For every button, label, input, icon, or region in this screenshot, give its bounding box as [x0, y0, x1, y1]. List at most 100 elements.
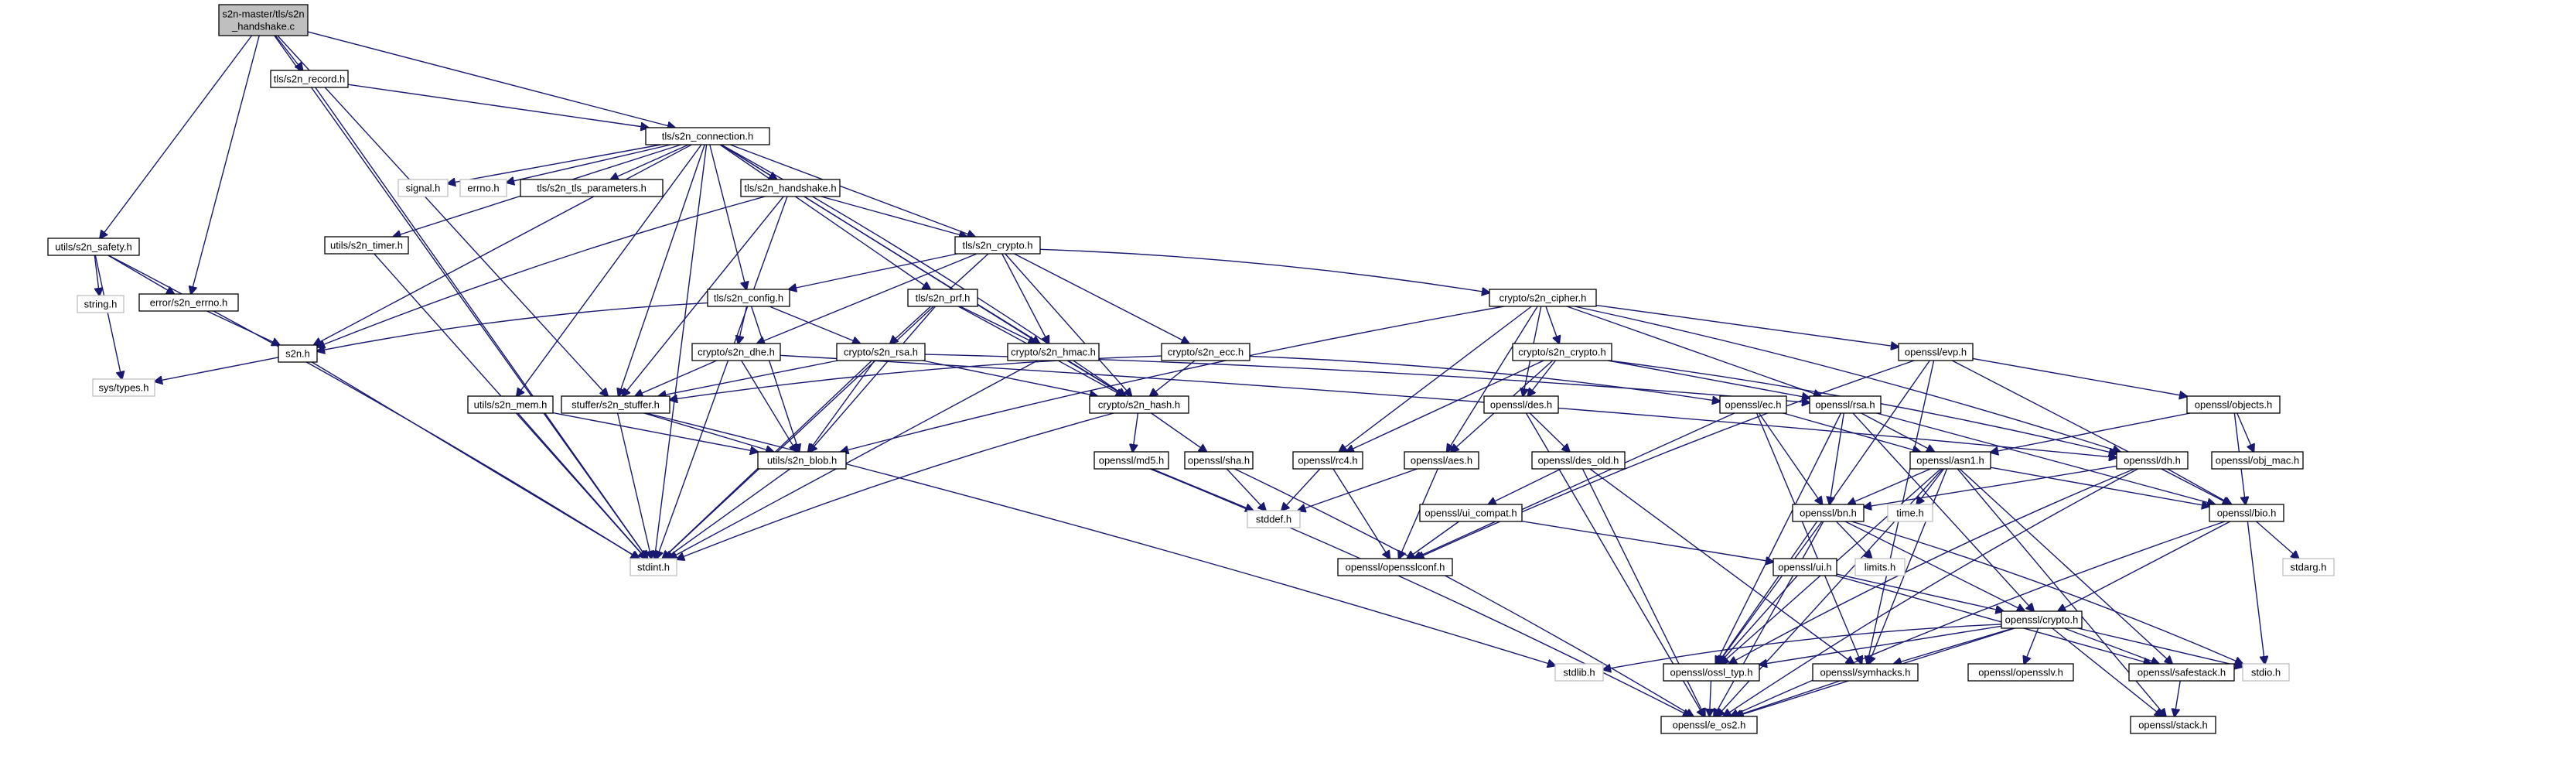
node-label: openssl/e_os2.h: [1673, 720, 1746, 731]
node-tls-crypto[interactable]: tls/s2n_crypto.h: [954, 236, 1041, 255]
node-openssl-evp[interactable]: openssl/evp.h: [1898, 343, 1974, 361]
node-openssl-sha[interactable]: openssl/sha.h: [1184, 451, 1254, 470]
node-utils-blob[interactable]: utils/s2n_blob.h: [757, 451, 847, 470]
node-utils-timer[interactable]: utils/s2n_timer.h: [324, 236, 409, 255]
edge-root-to-tls_record: [275, 35, 302, 70]
node-openssl-ossl-typ[interactable]: openssl/ossl_typ.h: [1663, 663, 1760, 682]
edge-crypto_hmac-to-crypto_hash: [1066, 360, 1125, 396]
node-tls-record[interactable]: tls/s2n_record.h: [270, 70, 349, 88]
node-crypto-s2n-crypto[interactable]: crypto/s2n_crypto.h: [1512, 343, 1612, 361]
node-openssl-bn[interactable]: openssl/bn.h: [1792, 504, 1865, 522]
node-tls-config[interactable]: tls/s2n_config.h: [707, 289, 790, 307]
node-openssl-ui[interactable]: openssl/ui.h: [1772, 558, 1837, 576]
node-openssl-safestack[interactable]: openssl/safestack.h: [2128, 663, 2235, 682]
edge-tls_connection-to-stdint_h: [654, 144, 708, 559]
edge-crypto_dhe-to-utils_blob: [741, 360, 797, 452]
node-label: stdio.h: [2251, 667, 2281, 679]
node-time-h: time.h: [1887, 504, 1933, 522]
node-error-errno[interactable]: error/s2n_errno.h: [138, 293, 239, 312]
node-utils-safety[interactable]: utils/s2n_safety.h: [47, 238, 140, 256]
node-crypto-rsa[interactable]: crypto/s2n_rsa.h: [836, 343, 926, 361]
node-label: tls/s2n_tls_parameters.h: [537, 183, 647, 194]
edge-openssl_asn1-to-time_h: [1916, 468, 1945, 504]
node-openssl-e-os2[interactable]: openssl/e_os2.h: [1660, 716, 1758, 734]
node-box: [1292, 451, 1363, 470]
node-label: crypto/s2n_cipher.h: [1500, 292, 1587, 304]
node-openssl-aes[interactable]: openssl/aes.h: [1404, 451, 1479, 470]
node-openssl-des[interactable]: openssl/des.h: [1483, 395, 1559, 414]
node-box: [1489, 289, 1597, 307]
node-box: [707, 289, 790, 307]
node-box: [1161, 343, 1250, 361]
node-crypto-ecc[interactable]: crypto/s2n_ecc.h: [1161, 343, 1250, 361]
node-openssl-ec[interactable]: openssl/ec.h: [1719, 395, 1787, 414]
node-openssl-symhacks[interactable]: openssl/symhacks.h: [1812, 663, 1919, 682]
node-label: tls/s2n_config.h: [714, 292, 783, 304]
edge-openssl_des_old-to-openssl_e_os2: [1581, 468, 1704, 716]
node-openssl-asn1[interactable]: openssl/asn1.h: [1909, 451, 1991, 470]
node-crypto-hash[interactable]: crypto/s2n_hash.h: [1089, 395, 1189, 414]
node-box: [740, 179, 841, 197]
node-label: tls/s2n_prf.h: [916, 292, 971, 304]
edge-tls_crypto-to-tls_config: [789, 253, 958, 289]
edge-openssl_ec-to-openssl_opensslconf: [1414, 412, 1735, 559]
node-crypto-dhe[interactable]: crypto/s2n_dhe.h: [691, 343, 781, 361]
edge-openssl_bn-to-limits_h: [1836, 521, 1872, 559]
node-openssl-crypto[interactable]: openssl/crypto.h: [2001, 610, 2083, 629]
edge-tls_prf-to-utils_blob: [810, 306, 936, 452]
edge-tls_handshake-to-s2n_h: [317, 196, 766, 347]
node-box: [459, 179, 507, 197]
node-limits-h: limits.h: [1854, 558, 1906, 576]
node-label: stddef.h: [1256, 514, 1291, 525]
edge-openssl_asn1-to-openssl_safestack: [1959, 468, 2172, 664]
node-stuffer[interactable]: stuffer/s2n_stuffer.h: [561, 395, 670, 414]
edge-openssl_bn-to-stdio_h: [1851, 521, 2243, 664]
node-openssl-opensslconf[interactable]: openssl/opensslconf.h: [1337, 558, 1453, 576]
edge-openssl_safestack-to-openssl_stack: [2175, 680, 2181, 716]
node-label: crypto/s2n_hash.h: [1098, 399, 1180, 411]
node-openssl-dh[interactable]: openssl/dh.h: [2116, 451, 2189, 470]
node-label: openssl/rc4.h: [1298, 455, 1357, 467]
node-tls-connection[interactable]: tls/s2n_connection.h: [645, 127, 770, 145]
node-root[interactable]: s2n-master/tls/s2n_handshake.c: [218, 4, 309, 36]
node-tls-params[interactable]: tls/s2n_tls_parameters.h: [520, 179, 664, 197]
edge-tls_record-to-tls_connection: [347, 84, 648, 128]
node-label: openssl/evp.h: [1905, 347, 1967, 358]
node-openssl-rc4[interactable]: openssl/rc4.h: [1292, 451, 1363, 470]
node-openssl-objects[interactable]: openssl/objects.h: [2186, 395, 2281, 414]
node-box: [757, 451, 847, 470]
node-label: errno.h: [467, 183, 499, 194]
node-crypto-cipher[interactable]: crypto/s2n_cipher.h: [1489, 289, 1597, 307]
node-utils-mem[interactable]: utils/s2n_mem.h: [467, 395, 554, 414]
node-openssl-rsa[interactable]: openssl/rsa.h: [1809, 395, 1882, 414]
edge-openssl_rsa-to-openssl_asn1: [1861, 412, 1934, 452]
node-openssl-opensslv[interactable]: openssl/opensslv.h: [1967, 663, 2074, 682]
edge-openssl_rsa-to-openssl_bio: [1876, 412, 2215, 504]
node-s2n-h[interactable]: s2n.h: [278, 344, 318, 363]
edge-openssl_rsa-to-openssl_bn: [1830, 412, 1844, 504]
node-label: stuffer/s2n_stuffer.h: [571, 399, 660, 411]
node-openssl-des-old[interactable]: openssl/des_old.h: [1531, 451, 1626, 470]
node-crypto-hmac[interactable]: crypto/s2n_hmac.h: [1007, 343, 1100, 361]
node-label: limits.h: [1865, 562, 1895, 573]
edge-tls_connection-to-signal_h: [448, 144, 661, 183]
node-openssl-md5[interactable]: openssl/md5.h: [1094, 451, 1169, 470]
node-openssl-stack[interactable]: openssl/stack.h: [2130, 716, 2216, 734]
edge-tls_crypto-to-crypto_hmac: [1001, 253, 1049, 344]
edge-utils_mem-to-utils_blob: [552, 412, 758, 453]
edge-openssl_rc4-to-stddef_h: [1281, 468, 1321, 511]
node-openssl-ui-compat[interactable]: openssl/ui_compat.h: [1419, 504, 1523, 522]
node-openssl-obj-mac[interactable]: openssl/obj_mac.h: [2211, 451, 2304, 470]
node-box: [954, 236, 1041, 255]
node-tls-prf[interactable]: tls/s2n_prf.h: [907, 289, 978, 307]
node-openssl-bio[interactable]: openssl/bio.h: [2209, 504, 2284, 522]
node-label: openssl/ui_compat.h: [1424, 508, 1517, 519]
node-label: openssl/sha.h: [1188, 455, 1250, 467]
node-box: [907, 289, 978, 307]
edge-openssl_asn1-to-openssl_bio: [1990, 467, 2209, 506]
node-box: [691, 343, 781, 361]
edge-crypto_cipher-to-openssl_dh: [1575, 306, 2120, 452]
edge-root-to-stdint_h: [274, 35, 647, 559]
edge-tls_handshake-to-tls_crypto: [821, 196, 967, 237]
node-tls-handshake[interactable]: tls/s2n_handshake.h: [740, 179, 841, 197]
